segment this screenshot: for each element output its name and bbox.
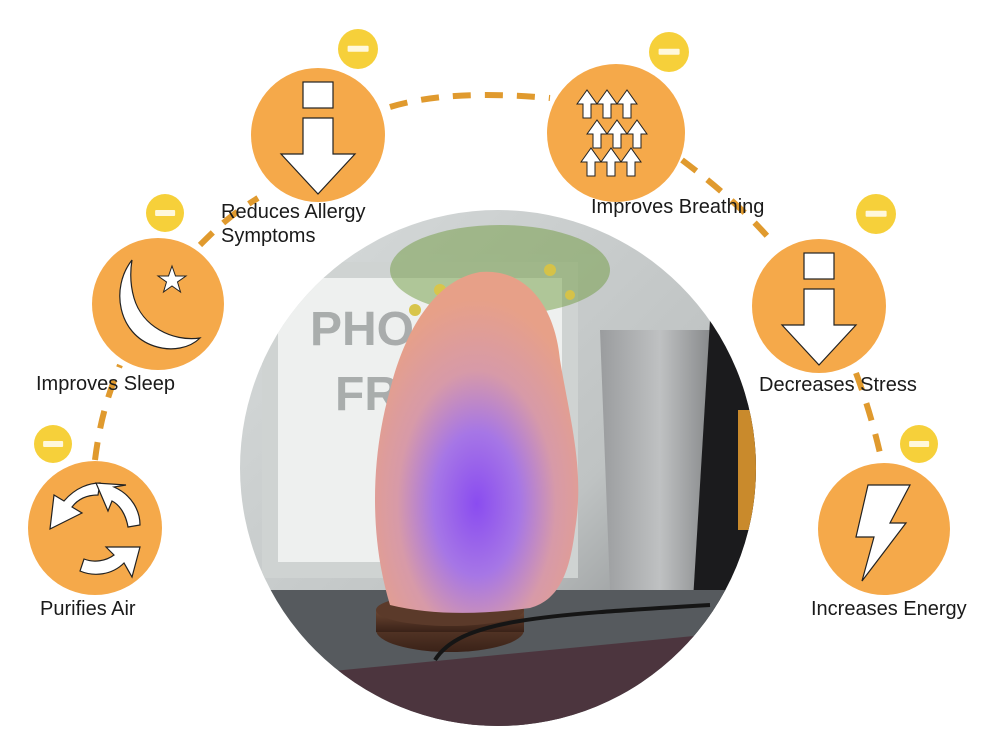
benefit-reduces-allergy-circle [251, 68, 385, 202]
minus-icon [865, 210, 887, 218]
minus-badge[interactable] [34, 425, 72, 463]
minus-badge[interactable] [338, 29, 378, 69]
minus-icon [909, 440, 929, 448]
minus-badge[interactable] [900, 425, 938, 463]
benefit-label: Reduces Allergy Symptoms [221, 200, 421, 248]
benefit-label: Improves Sleep [36, 373, 175, 395]
benefit-purifies-air-circle [28, 461, 162, 595]
minus-icon [43, 440, 63, 448]
minus-icon [347, 45, 369, 53]
benefit-improves-breathing-circle [547, 64, 685, 202]
minus-badge[interactable] [856, 194, 896, 234]
down-arrow-icon [780, 252, 858, 366]
recycle-arrows-icon [49, 482, 141, 579]
benefit-label: Decreases Stress [759, 374, 917, 396]
benefit-label: Increases Energy [811, 598, 967, 620]
minus-icon [658, 48, 680, 56]
minus-badge[interactable] [649, 32, 689, 72]
product-photo: PHO FR [240, 210, 756, 726]
down-arrow-icon [279, 81, 357, 195]
benefit-label: Improves Breathing [591, 196, 765, 218]
minus-icon [155, 209, 175, 217]
benefit-increases-energy-circle [818, 463, 950, 595]
minus-badge[interactable] [146, 194, 184, 232]
up-arrows-icon [576, 89, 648, 177]
moon-star-icon [119, 259, 202, 350]
benefit-label: Purifies Air [40, 598, 136, 620]
svg-text:PHO: PHO [310, 303, 414, 356]
lightning-bolt-icon [855, 484, 911, 582]
benefit-improves-sleep-circle [92, 238, 224, 370]
label-line: Reduces Allergy [221, 201, 366, 223]
benefit-decreases-stress-circle [752, 239, 886, 373]
label-line: Symptoms [221, 225, 316, 247]
salt-lamp-photo: PHO FR [240, 210, 756, 726]
